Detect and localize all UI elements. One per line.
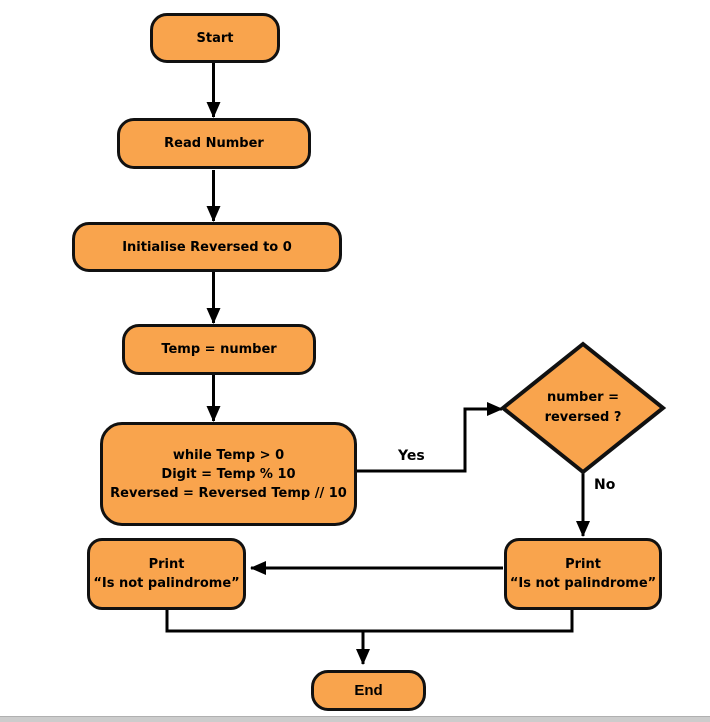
edge-label-no: No <box>594 477 616 493</box>
node-end: End <box>311 670 426 711</box>
print-right-line2: “Is not palindrome” <box>509 576 657 591</box>
edge-label-yes: Yes <box>398 448 425 464</box>
node-temp-assign: Temp = number <box>122 324 316 375</box>
node-initialise-reversed: Initialise Reversed to 0 <box>72 222 342 272</box>
edge-while-to-decision-yes <box>357 402 503 473</box>
node-read-number-label: Read Number <box>164 136 264 151</box>
node-start: Start <box>150 13 280 63</box>
while-loop-line3: Reversed = Reversed Temp // 10 <box>110 485 347 501</box>
while-loop-line1: while Temp > 0 <box>172 447 285 463</box>
decision-line1: number = <box>546 390 619 405</box>
decision-diamond-shape <box>499 341 667 475</box>
node-start-label: Start <box>196 30 234 46</box>
node-temp-assign-label: Temp = number <box>161 342 277 357</box>
bottom-bar <box>0 716 710 722</box>
node-print-left: Print “Is not palindrome” <box>87 538 246 610</box>
print-right-line1: Print <box>565 557 601 572</box>
while-loop-line2: Digit = Temp % 10 <box>161 466 296 482</box>
node-print-right: Print “Is not palindrome” <box>504 538 662 610</box>
node-initialise-label: Initialise Reversed to 0 <box>122 239 292 255</box>
print-left-line2: “Is not palindrome” <box>93 576 240 591</box>
node-decision: number = reversed ? <box>523 376 643 440</box>
print-left-line1: Print <box>148 557 185 572</box>
node-end-label: End <box>354 682 383 699</box>
node-read-number: Read Number <box>117 118 311 169</box>
decision-line2: reversed ? <box>544 410 622 425</box>
edge-prints-merge <box>165 609 574 633</box>
node-while-loop: while Temp > 0 Digit = Temp % 10 Reverse… <box>100 422 357 526</box>
